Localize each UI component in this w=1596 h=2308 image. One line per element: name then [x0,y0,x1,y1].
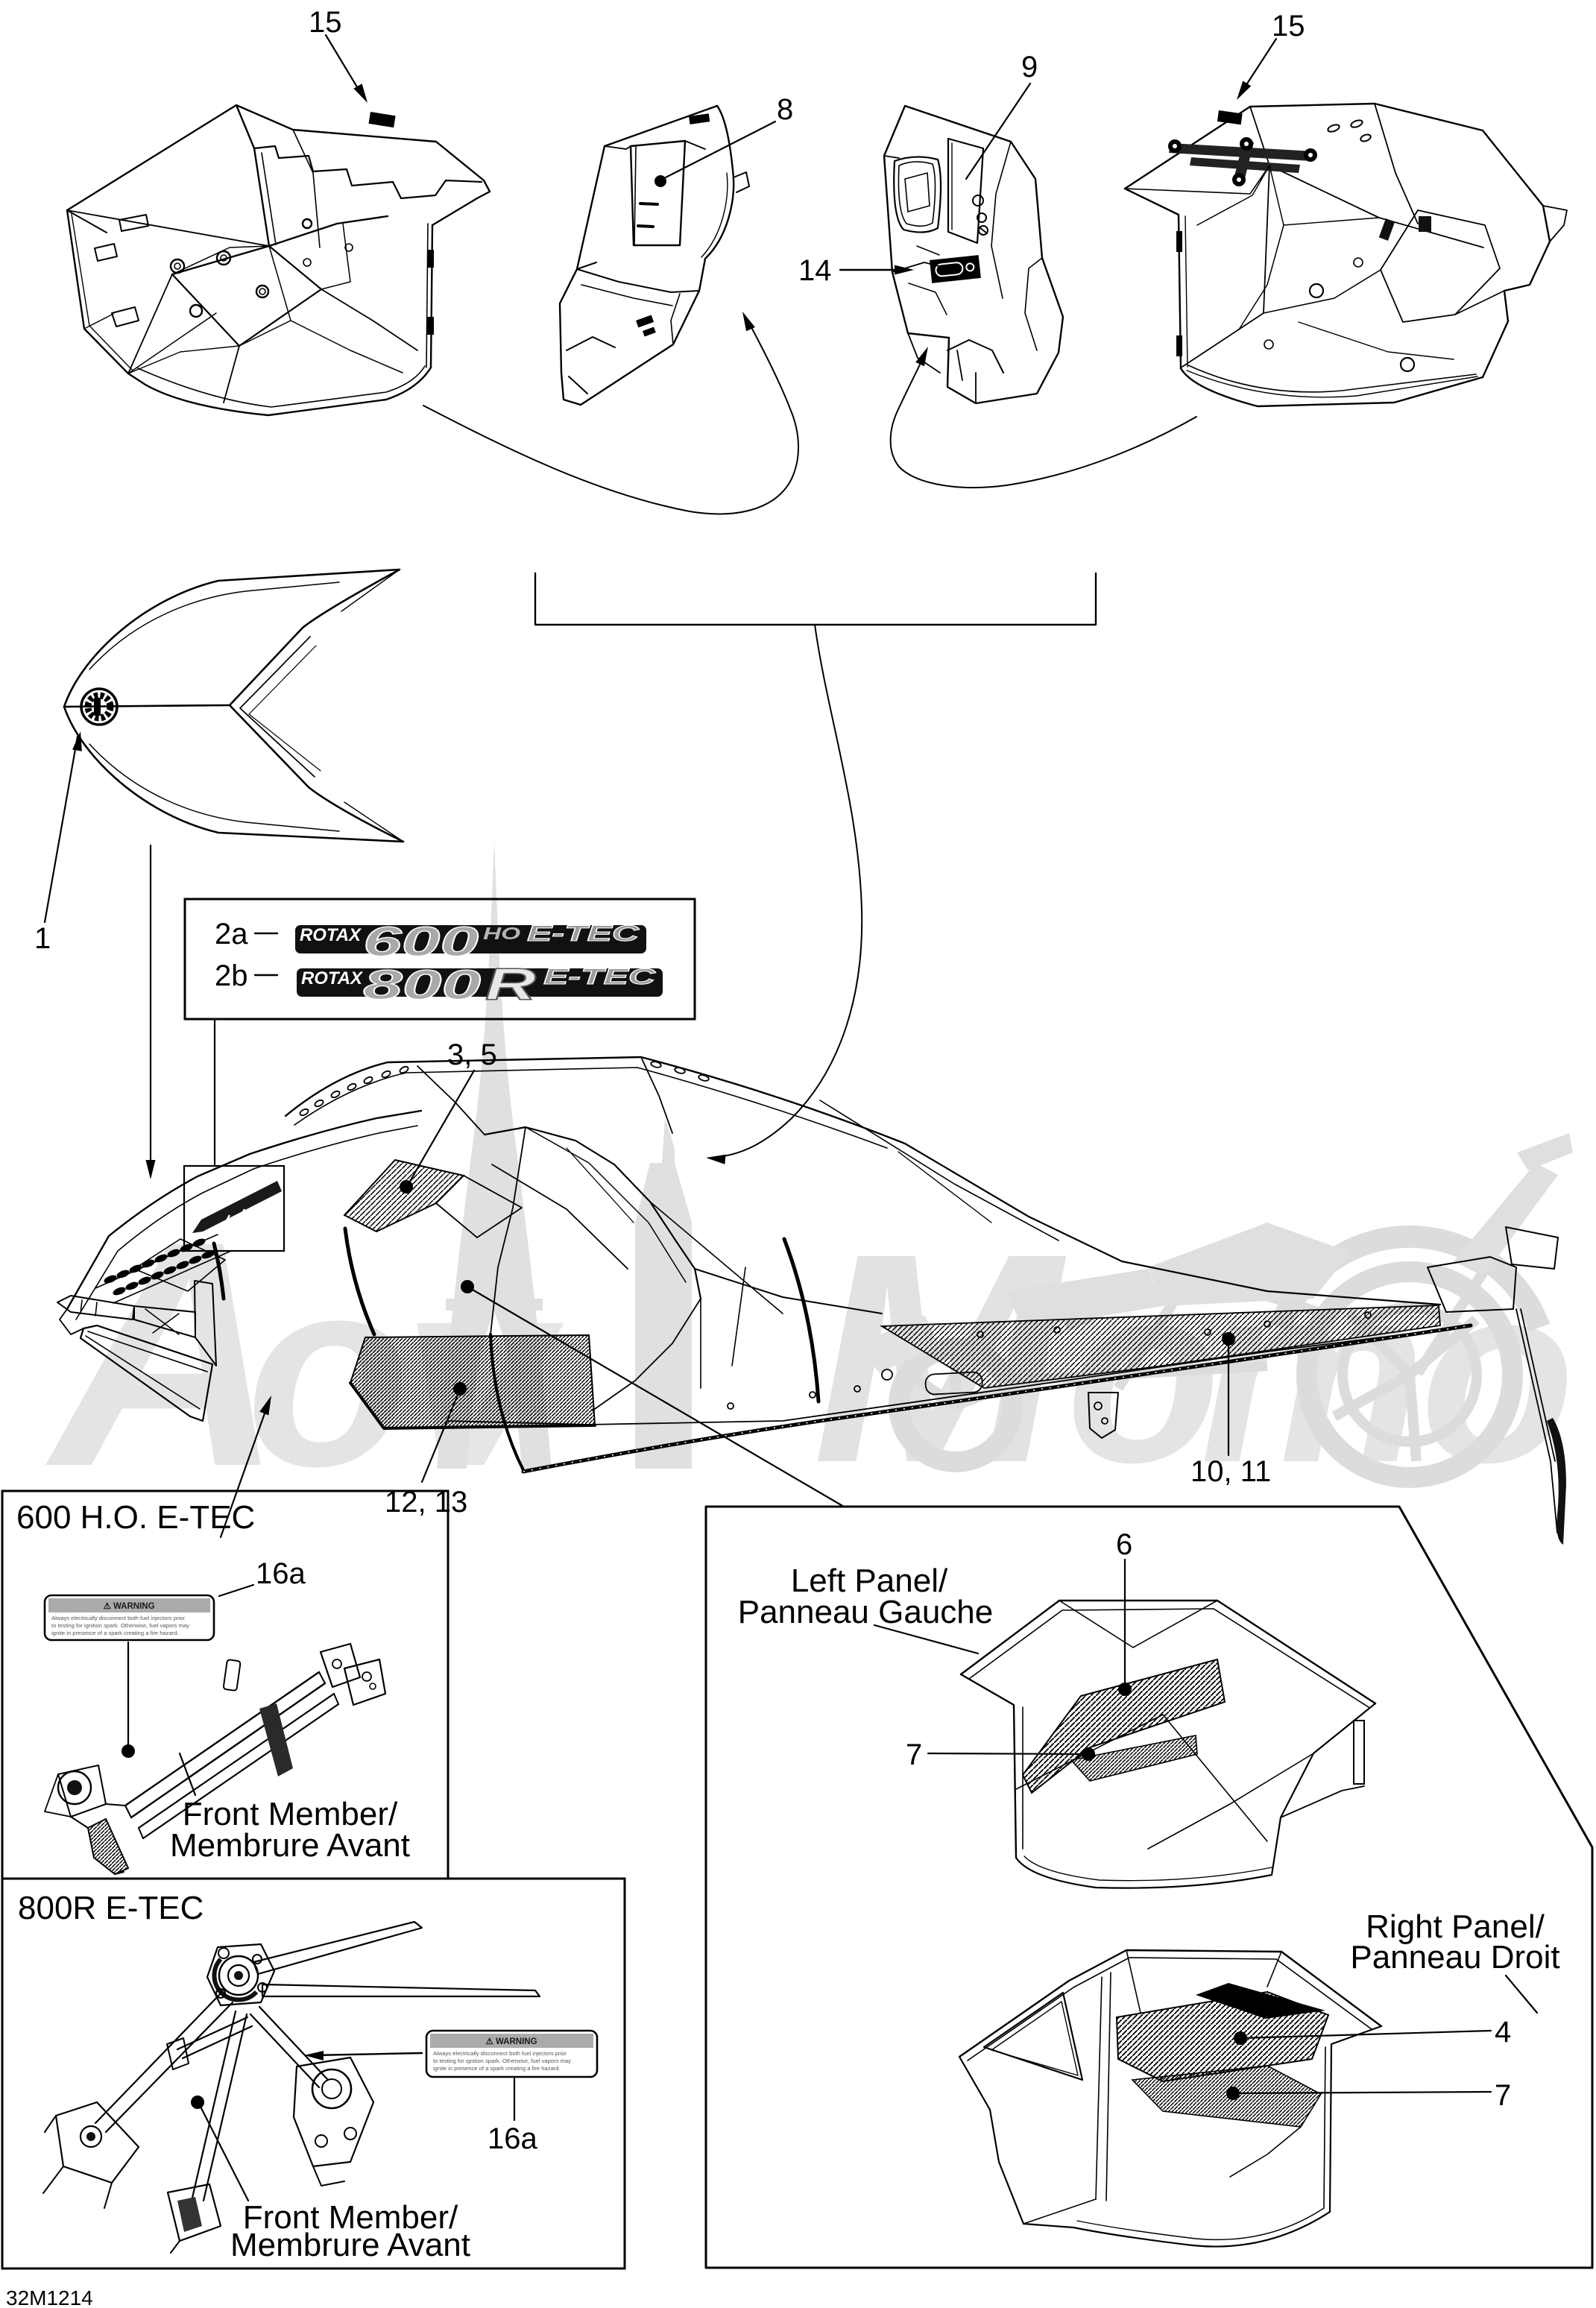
svg-text:16a: 16a [488,2122,537,2155]
svg-text:ROTAX: ROTAX [300,925,362,945]
svg-text:to testing for ignition spark.: to testing for ignition spark. Otherwise… [433,2058,571,2064]
svg-text:Membrure Avant: Membrure Avant [170,1827,410,1864]
svg-text:HO: HO [483,924,520,943]
svg-text:7: 7 [906,1738,922,1771]
svg-text:10, 11: 10, 11 [1190,1455,1271,1488]
svg-text:Membrure Avant: Membrure Avant [230,2227,470,2263]
svg-text:ignite in presence of a spark: ignite in presence of a spark creating a… [51,1630,179,1636]
svg-text:6: 6 [1116,1528,1132,1561]
svg-text:32M1214: 32M1214 [6,2286,93,2308]
svg-text:to testing for ignition spark.: to testing for ignition spark. Otherwise… [51,1622,189,1629]
svg-text:800R E-TEC: 800R E-TEC [18,1890,204,1926]
svg-text:A: A [42,1176,278,1533]
svg-text:800: 800 [363,961,481,1008]
svg-text:1: 1 [34,922,51,955]
svg-text:⚠ WARNING: ⚠ WARNING [103,1602,154,1611]
svg-text:14: 14 [798,254,832,287]
svg-text:ROTAX: ROTAX [301,968,364,989]
svg-text:Always electrically disconnect: Always electrically disconnect both fuel… [433,2050,567,2057]
svg-text:2b: 2b [215,959,248,992]
svg-text:8: 8 [777,93,793,126]
svg-text:ignite in presence of a spark: ignite in presence of a spark creating a… [433,2065,561,2072]
svg-text:E-TEC: E-TEC [527,921,640,946]
svg-text:7: 7 [1495,2079,1511,2112]
svg-text:2a: 2a [215,918,248,950]
svg-text:15: 15 [1272,10,1305,42]
svg-text:Left Panel/: Left Panel/ [791,1563,948,1599]
svg-text:Panneau Gauche: Panneau Gauche [738,1594,994,1630]
svg-text:16a: 16a [256,1557,306,1590]
svg-text:600: 600 [363,918,479,965]
svg-text:Always electrically disconnect: Always electrically disconnect both fuel… [51,1615,185,1621]
svg-text:⚠ WARNING: ⚠ WARNING [485,2037,537,2046]
svg-text:Front Member/: Front Member/ [243,2199,458,2236]
svg-text:15: 15 [309,6,342,39]
svg-text:4: 4 [1495,2016,1511,2049]
svg-text:E-TEC: E-TEC [543,965,657,989]
svg-text:Front Member/: Front Member/ [183,1796,398,1832]
svg-text:3, 5: 3, 5 [447,1038,497,1071]
svg-text:Panneau Droit: Panneau Droit [1350,1939,1559,1976]
svg-text:Right Panel/: Right Panel/ [1366,1908,1545,1945]
svg-text:9: 9 [1021,51,1038,83]
svg-text:600 H.O. E-TEC: 600 H.O. E-TEC [16,1499,255,1536]
svg-text:R: R [485,959,536,1009]
